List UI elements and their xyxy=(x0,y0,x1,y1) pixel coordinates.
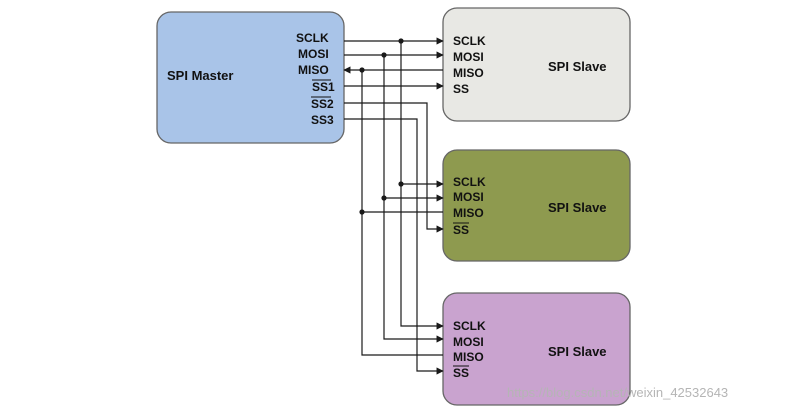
slave-3-pin-ss: SS xyxy=(453,366,469,380)
bus-wiring xyxy=(343,37,444,375)
spi-slave-2-block: SCLK MOSI MISO SS SPI Slave xyxy=(442,149,631,262)
mosi-junction-1 xyxy=(381,52,387,58)
miso-junction-2 xyxy=(359,209,365,215)
master-pin-ss1: SS1 xyxy=(312,80,335,94)
master-pin-ss3: SS3 xyxy=(311,113,334,127)
slave-2-pin-ss: SS xyxy=(453,223,469,237)
slave-1-box xyxy=(442,7,631,122)
spi-master-block: SPI Master SCLK MOSI MISO SS1 SS2 SS3 xyxy=(156,11,345,144)
slave-1-pin-miso: MISO xyxy=(453,66,484,80)
slave-3-pin-miso: MISO xyxy=(453,350,484,364)
master-pin-mosi: MOSI xyxy=(298,47,329,61)
slave-3-pin-mosi: MOSI xyxy=(453,335,484,349)
slave-1-pin-mosi: MOSI xyxy=(453,50,484,64)
sclk-junction-2 xyxy=(398,181,404,187)
master-title: SPI Master xyxy=(167,68,233,83)
slave-3-title: SPI Slave xyxy=(548,344,607,359)
slave-1-pin-ss: SS xyxy=(453,82,469,96)
master-pin-sclk: SCLK xyxy=(296,31,329,45)
watermark: https://blog.csdn.net/weixin_42532643 xyxy=(507,385,728,400)
slave-2-pin-mosi: MOSI xyxy=(453,190,484,204)
sclk-junction-1 xyxy=(398,38,404,44)
master-pin-miso: MISO xyxy=(298,63,329,77)
slave-1-pin-sclk: SCLK xyxy=(453,34,486,48)
spi-slave-3-block: SCLK MOSI MISO SS SPI Slave xyxy=(442,292,631,406)
ss3-to-slave-3 xyxy=(344,118,444,375)
slave-2-title: SPI Slave xyxy=(548,200,607,215)
master-pin-ss2: SS2 xyxy=(311,97,334,111)
slave-2-pin-miso: MISO xyxy=(453,206,484,220)
slave-3-box xyxy=(442,292,631,406)
slave-1-title: SPI Slave xyxy=(548,59,607,74)
sclk-bus-vertical xyxy=(400,41,444,330)
spi-slave-1-block: SCLK MOSI MISO SS SPI Slave xyxy=(442,7,631,122)
ss2-to-slave-2 xyxy=(344,102,444,233)
slave-2-pin-sclk: SCLK xyxy=(453,175,486,189)
master-box xyxy=(156,11,345,144)
miso-bus-vertical xyxy=(361,70,443,356)
miso-junction-1 xyxy=(359,67,365,73)
slave-2-box xyxy=(442,149,631,262)
mosi-bus-vertical xyxy=(383,55,444,343)
mosi-junction-2 xyxy=(381,195,387,201)
slave-3-pin-sclk: SCLK xyxy=(453,319,486,333)
